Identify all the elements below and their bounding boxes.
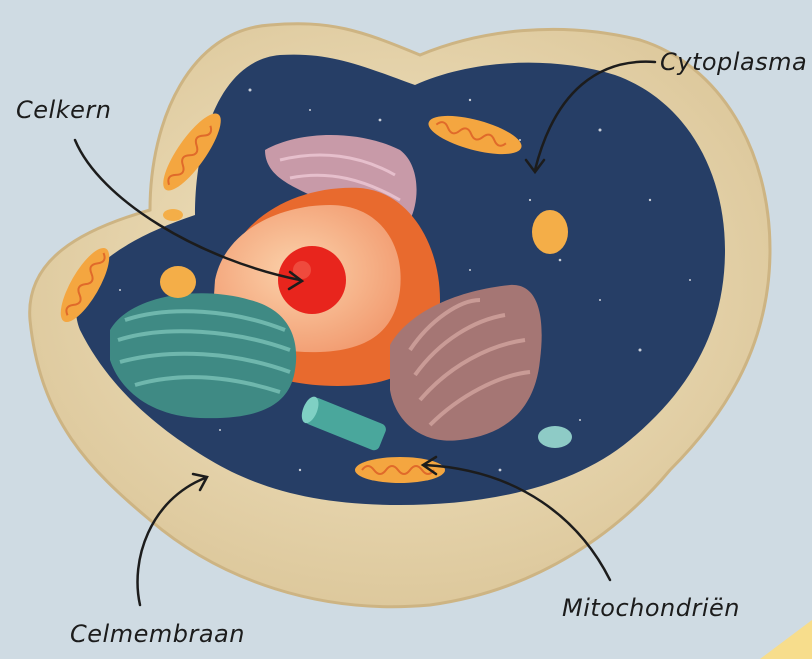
vesicle [538, 426, 572, 448]
vesicle [532, 210, 568, 254]
label-celkern: Celkern [16, 96, 111, 124]
label-cytoplasma: Cytoplasma [660, 48, 807, 76]
vesicle [160, 266, 196, 298]
nucleolus [278, 246, 346, 314]
label-mitochondrien: Mitochondriën [562, 594, 740, 622]
vesicle [163, 209, 183, 221]
label-celmembraan: Celmembraan [70, 620, 245, 648]
